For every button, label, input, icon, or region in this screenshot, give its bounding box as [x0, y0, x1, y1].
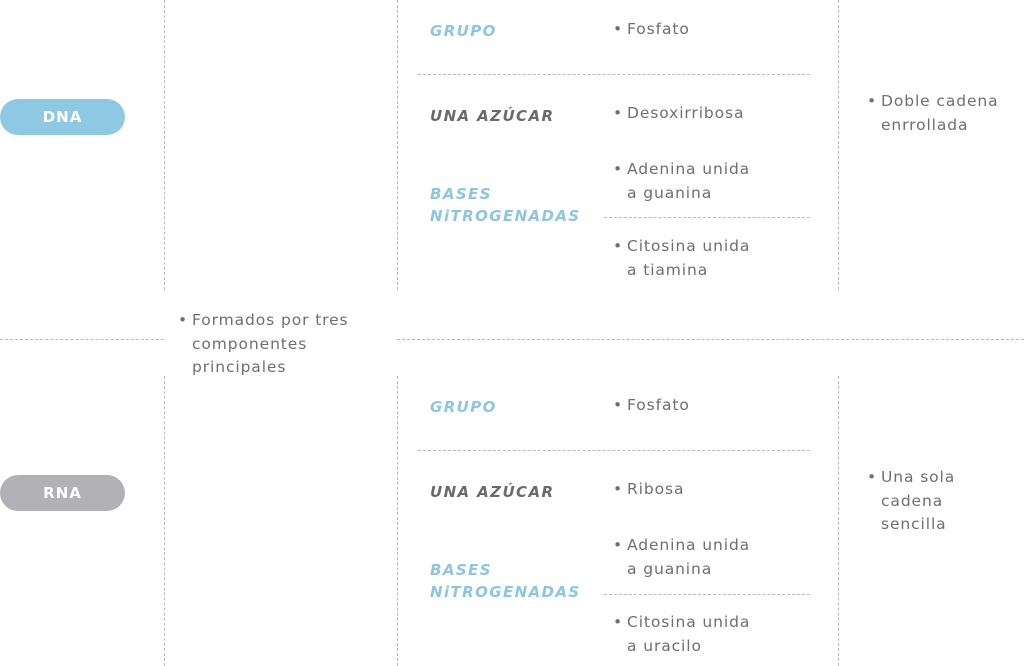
dna-label-pill: DNA	[0, 99, 125, 135]
dna-bases-label-line1: BASES	[430, 185, 492, 203]
rna-label-pill: RNA	[0, 475, 125, 511]
dna-structure: • Doble cadena enrrollada	[867, 92, 999, 134]
bullet-icon: •	[613, 536, 624, 554]
divider-dna-bases	[604, 217, 810, 218]
dna-label: DNA	[42, 108, 83, 126]
bullet-icon: •	[178, 311, 189, 329]
divider-vertical-1-top	[164, 0, 165, 290]
bullet-icon: •	[867, 92, 878, 110]
rna-grupo-item: • Fosfato	[613, 394, 690, 418]
bullet-icon: •	[867, 468, 878, 486]
divider-dna-grupo	[418, 74, 810, 75]
divider-vertical-2-top	[397, 0, 398, 290]
rna-bases-label-line2: NiTROGENADAS	[430, 583, 581, 601]
dna-bases-item-2: • Citosina unida a tiamina	[613, 237, 751, 279]
rna-grupo-label: GRUPO	[430, 398, 497, 416]
divider-vertical-3-bottom	[838, 376, 839, 666]
bullet-icon: •	[613, 20, 624, 38]
bullet-icon: •	[613, 480, 624, 498]
rna-bases-item-1: • Adenina unida a guanina	[613, 536, 751, 578]
rna-azucar-label: UNA AZÚCAR	[430, 483, 555, 501]
dna-azucar-label: UNA AZÚCAR	[430, 107, 555, 125]
bullet-icon: •	[613, 237, 624, 255]
rna-azucar-item: • Ribosa	[613, 478, 684, 502]
shared-description: • Formados por tres componentes principa…	[178, 311, 349, 376]
bullet-icon: •	[613, 396, 624, 414]
dna-grupo-label: GRUPO	[430, 22, 497, 40]
divider-rna-bases	[604, 594, 810, 595]
dna-bases-label: BASES NiTROGENADAS	[430, 183, 581, 227]
divider-vertical-1-bottom	[164, 376, 165, 666]
divider-vertical-3-top	[838, 0, 839, 290]
dna-azucar-item: • Desoxirribosa	[613, 102, 744, 126]
divider-vertical-2-bottom	[397, 376, 398, 666]
bullet-icon: •	[613, 613, 624, 631]
rna-structure: • Una sola cadena sencilla	[867, 468, 956, 533]
dna-bases-item-1: • Adenina unida a guanina	[613, 160, 751, 202]
rna-label: RNA	[43, 484, 82, 502]
bullet-icon: •	[613, 104, 624, 122]
rna-bases-item-2: • Citosina unida a uracilo	[613, 613, 751, 655]
dna-bases-label-line2: NiTROGENADAS	[430, 207, 581, 225]
dna-grupo-item: • Fosfato	[613, 18, 690, 42]
divider-rna-grupo	[418, 450, 810, 451]
rna-bases-label-line1: BASES	[430, 561, 492, 579]
rna-bases-label: BASES NiTROGENADAS	[430, 559, 581, 603]
divider-horizontal-middle-left	[0, 339, 164, 340]
divider-horizontal-middle-right	[397, 339, 1024, 340]
bullet-icon: •	[613, 160, 624, 178]
